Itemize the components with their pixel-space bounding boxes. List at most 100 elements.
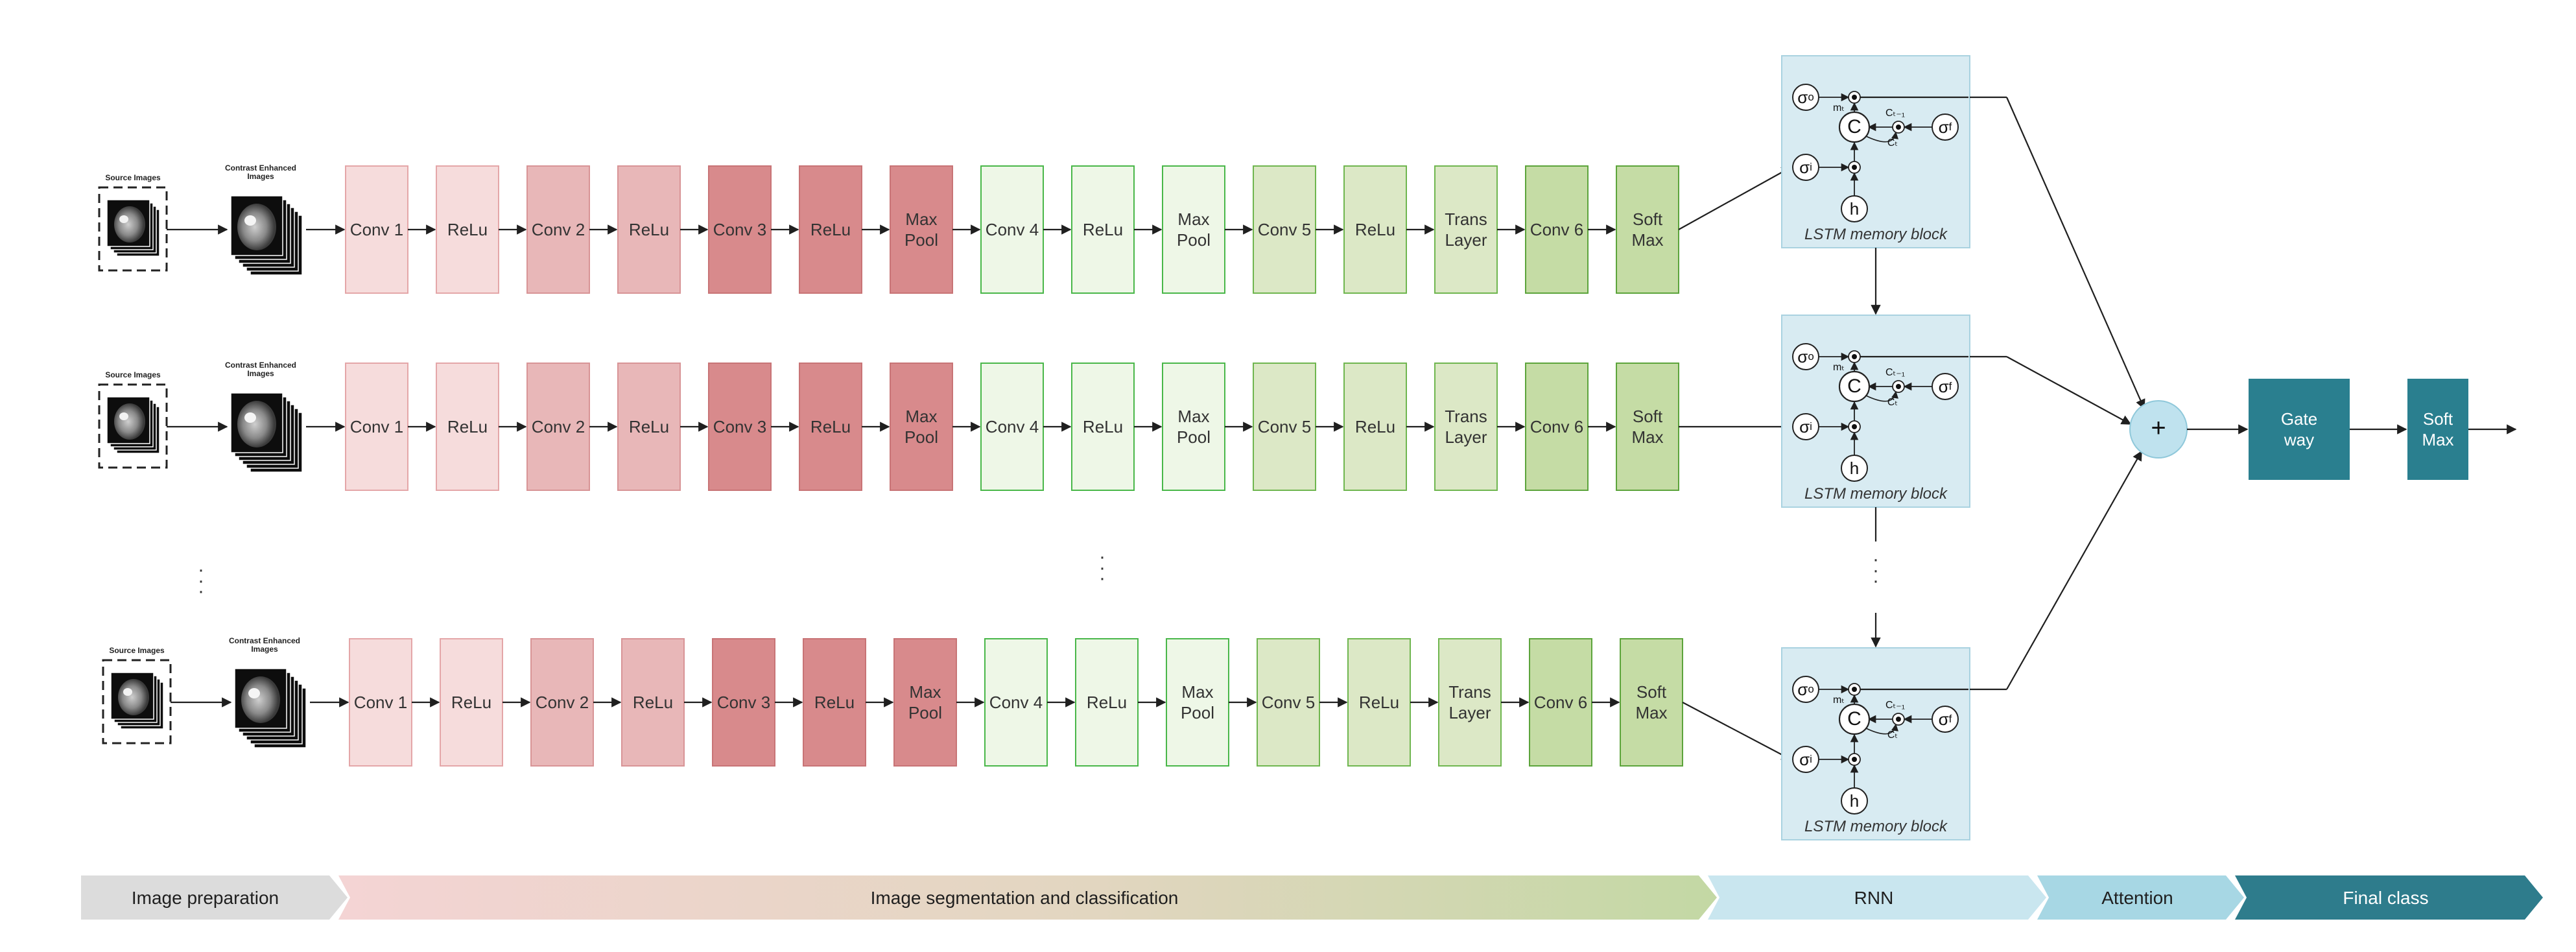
cnn-block [1343,165,1407,294]
contrast-enhanced-label: Contrast Enhanced Images [224,360,296,378]
lstm-recurrent-link [1865,131,1898,143]
hidden-label: h [1849,791,1860,811]
cell-node [1838,370,1871,403]
contrast-enhanced-label: Contrast Enhanced Images [228,636,300,654]
c-t-label: Cₜ [1887,397,1898,408]
arrow-lstm3-to-attention [2006,450,2142,690]
cell-label: C [1847,116,1861,138]
cnn-block-label: Conv 4 [985,219,1039,239]
cnn-block [1616,165,1679,294]
cnn-block [1166,638,1229,767]
cnn-block [617,363,681,491]
cnn-block-label: Max Pool [1176,209,1211,250]
cnn-block [345,165,408,294]
gateway-block [2249,379,2350,480]
enhanced-tumor-region [244,412,256,423]
lstm-caption: LSTM memory block [1804,485,1948,503]
mt-label: mₜ [1832,102,1845,113]
source-images-label: Source Images [105,173,161,183]
cnn-block [345,363,408,491]
cnn-block [984,638,1048,767]
cnn-block [1347,638,1411,767]
sigma-symbol: σ [1799,749,1810,769]
cnn-block-label: Conv 1 [349,219,404,239]
c-prev-label: Cₜ₋₁ [1885,108,1906,119]
cnn-block-label: Conv 6 [1530,219,1584,239]
cnn-block [1343,363,1407,491]
cell-label: C [1847,708,1861,730]
cnn-block [1071,363,1135,491]
cnn-block-label: ReLu [1354,416,1396,436]
multiply-dot [1852,95,1857,100]
cnn-block [980,363,1044,491]
cnn-block-label: ReLu [810,416,851,436]
multiply-dot [1852,757,1857,762]
cnn-block [1434,363,1498,491]
contrast-enhanced-label: Contrast Enhanced Images [224,163,296,181]
multiply-dot [1852,354,1857,359]
hidden-label: h [1849,458,1860,478]
cnn-block-label: Conv 5 [1257,416,1312,436]
gate-node [1792,413,1819,440]
enhanced-brain-image [237,204,276,250]
tumor-region [123,688,132,696]
cnn-block [708,165,772,294]
cnn-block [1253,363,1316,491]
cnn-block-label: Trans Layer [1445,209,1487,250]
final-softmax-block [2407,379,2468,480]
sigma-symbol: σ [1938,709,1949,729]
cnn-block-label: Conv 3 [713,219,767,239]
source-images-label: Source Images [105,370,161,380]
sigma-symbol: σ [1797,346,1808,366]
enhanced-tumor-region [248,688,260,698]
source-images-label: Source Images [109,646,165,656]
cnn-block-label: ReLu [1086,692,1128,712]
cell-label: C [1847,375,1861,398]
cnn-block-label: ReLu [810,219,851,239]
cnn-block [893,638,957,767]
sigma-symbol: σ [1938,117,1949,137]
continuation-dots-middle: · · · [1099,546,1105,589]
cnn-block [1162,363,1225,491]
hidden-label: h [1849,198,1860,219]
arrow-lstm1-to-attention [2005,97,2145,410]
multiply-dot [1852,424,1857,429]
cnn-block-label: Conv 3 [713,416,767,436]
cnn-block-label: ReLu [451,692,492,712]
sigma-subscript: f [1948,380,1952,393]
cnn-block [436,165,499,294]
sigma-symbol: σ [1797,679,1808,699]
cnn-block [708,363,772,491]
gate-node [1792,84,1819,111]
stage-label: Final class [2343,887,2429,908]
cnn-block-label: Trans Layer [1445,406,1487,447]
sigma-symbol: σ [1938,376,1949,396]
stage-arrow [2235,875,2543,920]
hidden-node [1841,787,1868,815]
cnn-block [440,638,503,767]
final-softmax-label: Soft Max [2422,409,2454,450]
enhanced-tumor-region [244,215,256,226]
cnn-block-label: Conv 2 [531,219,585,239]
c-t-label: Cₜ [1887,730,1898,741]
sigma-subscript: o [1808,683,1814,696]
cnn-block [1253,165,1316,294]
gate-node [1932,113,1959,141]
lstm-recurrent-link [1865,390,1898,402]
sigma-subscript: o [1808,91,1814,104]
cnn-block-label: Conv 3 [716,692,771,712]
lstm-caption: LSTM memory block [1804,818,1948,835]
stage-arrow [338,875,1717,920]
cnn-block-label: ReLu [1082,416,1124,436]
cnn-block [621,638,685,767]
brain-scan-image [114,403,145,440]
sigma-subscript: i [1810,161,1812,174]
